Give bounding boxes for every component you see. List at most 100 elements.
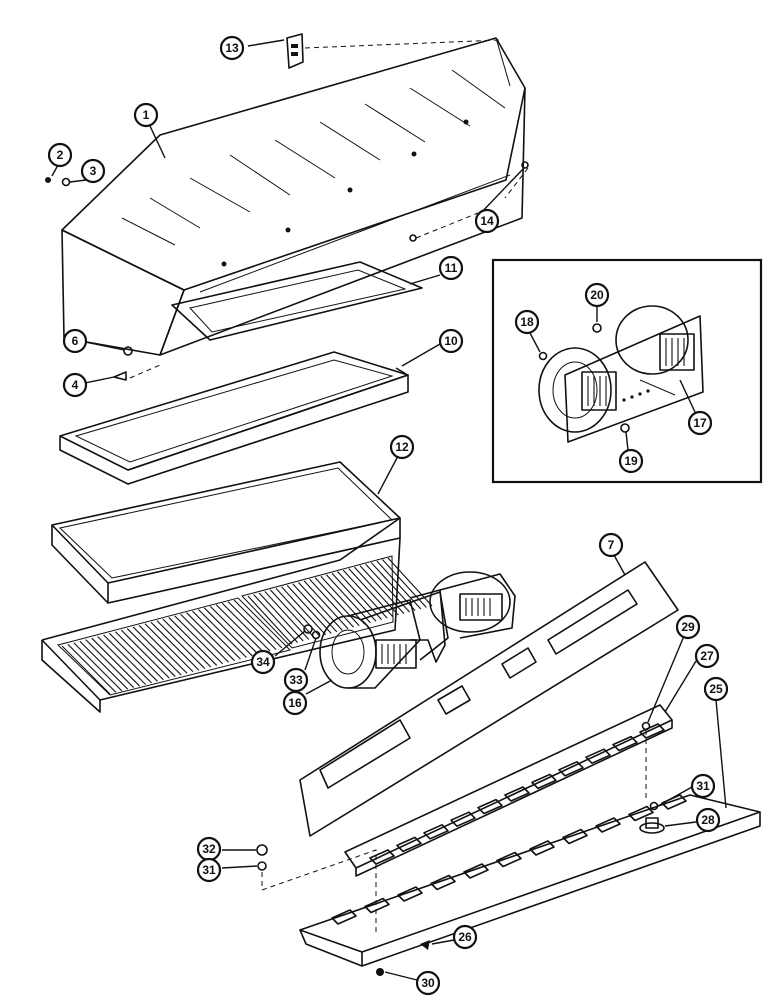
svg-text:16: 16 — [288, 696, 302, 710]
grille-line — [342, 569, 388, 619]
louver-slot — [558, 761, 584, 777]
callout-27: 27 — [694, 643, 720, 669]
callout-26: 26 — [452, 924, 478, 950]
part-12-filter-grille — [41, 461, 433, 713]
grille-line — [269, 589, 315, 639]
svg-text:18: 18 — [520, 315, 534, 329]
part-25-bottom-plate — [299, 794, 761, 967]
plate-slot — [529, 840, 555, 856]
part-4-screw — [113, 371, 127, 381]
callout-34: 34 — [250, 649, 276, 675]
leader-14-dashed — [415, 167, 529, 239]
grille-line — [79, 640, 129, 690]
svg-text:28: 28 — [701, 813, 715, 827]
grille-line — [233, 599, 283, 649]
grille-line — [215, 604, 265, 654]
callout-2: 2 — [47, 142, 73, 168]
svg-text:33: 33 — [289, 673, 303, 687]
svg-text:31: 31 — [202, 863, 216, 877]
plate-slot — [595, 817, 621, 833]
grille-line — [359, 565, 405, 614]
svg-text:14: 14 — [480, 214, 494, 228]
grille-line — [325, 574, 371, 624]
grille-line — [174, 615, 224, 665]
louver-slot — [639, 723, 665, 739]
grille-line — [192, 610, 241, 660]
grille-line — [353, 566, 399, 616]
grille-line — [331, 572, 377, 622]
louver-slot — [504, 786, 530, 802]
grille-line — [126, 628, 176, 677]
svg-text:29: 29 — [681, 620, 695, 634]
svg-text:30: 30 — [421, 976, 435, 990]
part-20-nut — [592, 323, 602, 333]
grille-line — [156, 620, 206, 670]
grille-line — [85, 639, 135, 689]
leader-lines — [51, 39, 727, 981]
grille-line — [180, 613, 230, 663]
part-34-nut — [303, 624, 313, 634]
svg-text:12: 12 — [395, 440, 409, 454]
grille-line — [203, 607, 253, 657]
callout-19: 19 — [618, 448, 644, 474]
louver-slot — [396, 836, 422, 853]
part-2-screw — [45, 177, 51, 183]
plate-slot — [331, 909, 357, 925]
grille-line — [309, 578, 355, 628]
louver-slot — [450, 811, 476, 827]
grille-line — [132, 626, 182, 676]
callout-28: 28 — [695, 807, 721, 833]
plate-slot — [628, 805, 654, 822]
callout-4: 4 — [62, 372, 88, 398]
callout-7: 7 — [598, 532, 624, 558]
grille-line — [253, 594, 299, 643]
callout-1: 1 — [133, 102, 159, 128]
grille-line — [114, 631, 164, 681]
grille-line — [297, 581, 343, 631]
svg-text:7: 7 — [608, 538, 615, 552]
leader-13-to-housing — [304, 39, 501, 49]
grille-line — [138, 624, 188, 674]
louver-slot — [612, 735, 638, 752]
grille-line — [337, 571, 383, 621]
callout-16: 16 — [282, 690, 308, 716]
callout-30: 30 — [415, 970, 441, 996]
svg-text:11: 11 — [445, 261, 458, 275]
grille-line — [144, 623, 194, 673]
callout-3: 3 — [80, 158, 106, 184]
svg-text:17: 17 — [693, 416, 707, 430]
grille-line — [227, 601, 277, 650]
leader-4-6-dashed — [129, 364, 161, 379]
part-31-washer-right — [649, 801, 659, 811]
svg-text:13: 13 — [225, 41, 239, 55]
part-14-rivet-b — [521, 161, 529, 169]
callout-31-left: 31 — [196, 857, 222, 883]
svg-text:1: 1 — [143, 108, 150, 122]
svg-text:6: 6 — [72, 334, 79, 348]
grille-line — [221, 602, 271, 652]
callout-12: 12 — [389, 434, 415, 460]
louver-slot — [423, 824, 449, 840]
part-26-screw — [420, 940, 430, 950]
grille-line — [61, 645, 111, 695]
grille-line — [162, 618, 212, 668]
grille-line — [365, 563, 411, 613]
grille-line — [198, 609, 247, 658]
plate-slot — [397, 886, 423, 902]
callout-13: 13 — [219, 35, 245, 61]
callout-33: 33 — [283, 667, 309, 693]
svg-text:4: 4 — [72, 378, 79, 392]
part-14-rivet-a — [409, 234, 417, 242]
part-6-nut — [123, 346, 133, 356]
plate-slot — [364, 897, 390, 914]
plate-slot — [496, 851, 522, 868]
svg-text:19: 19 — [624, 454, 638, 468]
grille-line — [320, 575, 366, 625]
part-27-louver-frame — [344, 704, 673, 877]
grille-line — [275, 588, 321, 637]
inset-blower-detail — [491, 258, 763, 484]
grille-line — [150, 621, 200, 671]
plate-slot — [430, 874, 456, 891]
callout-10: 10 — [438, 328, 464, 354]
